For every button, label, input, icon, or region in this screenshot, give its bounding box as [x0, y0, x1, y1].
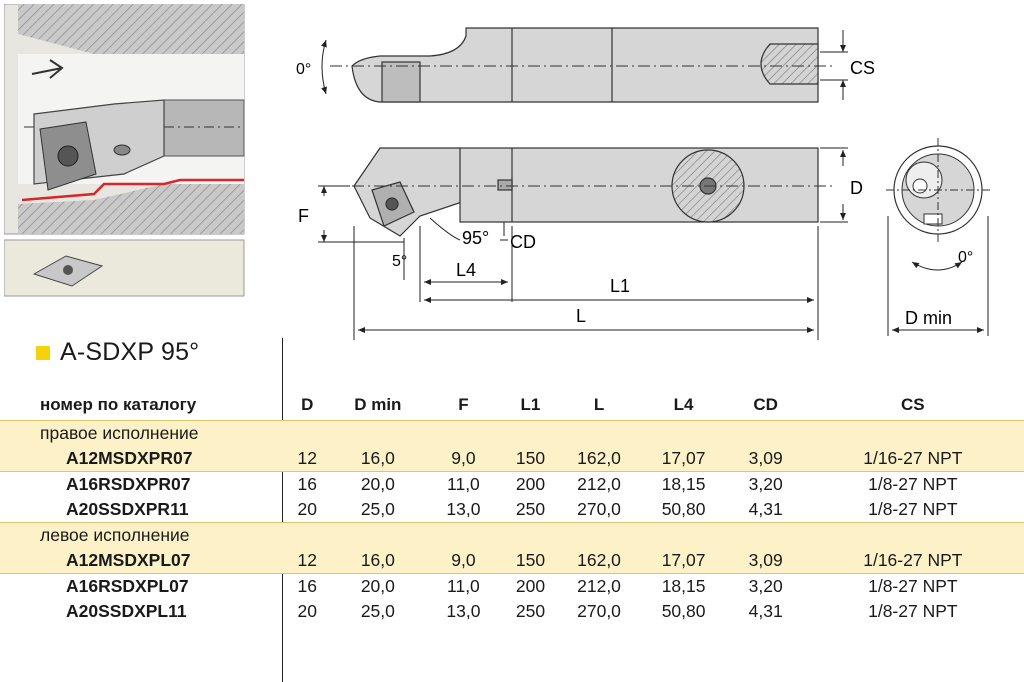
- l-label: L: [576, 306, 586, 326]
- table-row: A20SSDXPR11 20 25,0 13,0 250 270,0 50,80…: [66, 499, 958, 519]
- angle-end-label: 0°: [958, 249, 973, 266]
- boring-bar-illustration: [4, 4, 245, 297]
- accent-square-icon: [36, 345, 50, 360]
- angle-top-label: 0°: [296, 61, 311, 78]
- d-min-label: D min: [905, 308, 952, 328]
- dimension-drawing: 0° CS D F 95° CD: [296, 27, 990, 340]
- header-cs: CS: [801, 390, 1024, 421]
- header-l: L: [560, 390, 638, 421]
- table-row: A12MSDXPL07 12 16,0 9,0 150 162,0 17,07 …: [0, 548, 1024, 574]
- angle-95-label: 95°: [462, 228, 489, 248]
- angle-5-label: 5°: [392, 253, 407, 270]
- product-title-text: A-SDXP 95°: [60, 338, 200, 366]
- table-row: A20SSDXPL11 20 25,0 13,0 250 270,0 50,80…: [66, 601, 958, 621]
- column-divider: [282, 338, 283, 682]
- header-d-min: D min: [329, 390, 427, 421]
- spec-table: номер по каталогу D D min F L1 L L4 CD C…: [0, 390, 1024, 624]
- l4-label: L4: [456, 260, 476, 280]
- header-d: D: [285, 390, 330, 421]
- product-title: A-SDXP 95°: [36, 338, 199, 367]
- table-header-row: номер по каталогу D D min F L1 L L4 CD C…: [0, 390, 1024, 421]
- group-label-right: правое исполнение: [0, 420, 286, 446]
- header-l4: L4: [637, 390, 730, 421]
- f-label: F: [298, 206, 309, 226]
- cd-label: CD: [510, 232, 536, 252]
- header-f: F: [426, 390, 501, 421]
- l1-label: L1: [610, 276, 630, 296]
- group-label-row: левое исполнение: [0, 522, 1024, 548]
- d-label: D: [850, 178, 863, 198]
- table-row: A12MSDXPR07 12 16,0 9,0 150 162,0 17,07 …: [0, 446, 1024, 472]
- group-label-left: левое исполнение: [0, 522, 286, 548]
- group-label-row: правое исполнение: [0, 420, 1024, 446]
- technical-drawing: 0° CS D F 95° CD: [0, 0, 1024, 340]
- header-l1: L1: [500, 390, 561, 421]
- table-row: A16RSDXPR07 16 20,0 11,0 200 212,0 18,15…: [0, 471, 1024, 497]
- header-cd: CD: [729, 390, 802, 421]
- header-catalog-number: номер по каталогу: [0, 390, 286, 421]
- cs-label: CS: [850, 58, 875, 78]
- table-row: A16RSDXPL07 16 20,0 11,0 200 212,0 18,15…: [0, 573, 1024, 599]
